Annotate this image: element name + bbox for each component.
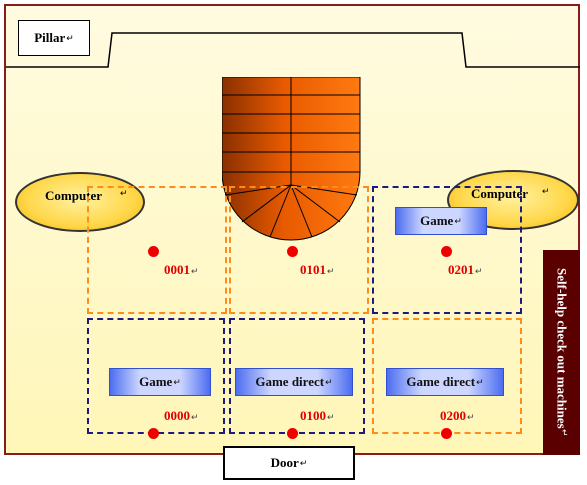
game-box-0100: Game direct↵: [235, 368, 353, 396]
self-help-checkout-machines: Self-help check out machines↵: [543, 250, 580, 455]
door-label: Door↵: [223, 446, 355, 480]
staircase-icon: [222, 77, 361, 241]
position-marker-0100: [287, 428, 298, 439]
zone-0101: [229, 186, 369, 314]
code-0100: 0100↵: [300, 408, 335, 423]
code-0000: 0000↵: [164, 408, 199, 423]
zone-0001: [87, 186, 227, 314]
code-0200: 0200↵: [440, 408, 475, 423]
position-marker-0101: [287, 246, 298, 257]
code-0101: 0101↵: [300, 262, 335, 277]
computer-left: Computer↵: [15, 172, 145, 232]
position-marker-0000: [148, 428, 159, 439]
pillar-label: Pillar↵: [18, 20, 90, 56]
position-marker-0001: [148, 246, 159, 257]
game-box-0000: Game↵: [109, 368, 211, 396]
code-0001: 0001↵: [164, 262, 199, 277]
code-0201: 0201↵: [448, 262, 483, 277]
game-box-0201: Game↵: [395, 207, 487, 235]
top-wall: [6, 32, 580, 68]
position-marker-0201: [441, 246, 452, 257]
zone-0201: [372, 186, 522, 314]
game-box-0200: Game direct↵: [386, 368, 504, 396]
position-marker-0200: [441, 428, 452, 439]
